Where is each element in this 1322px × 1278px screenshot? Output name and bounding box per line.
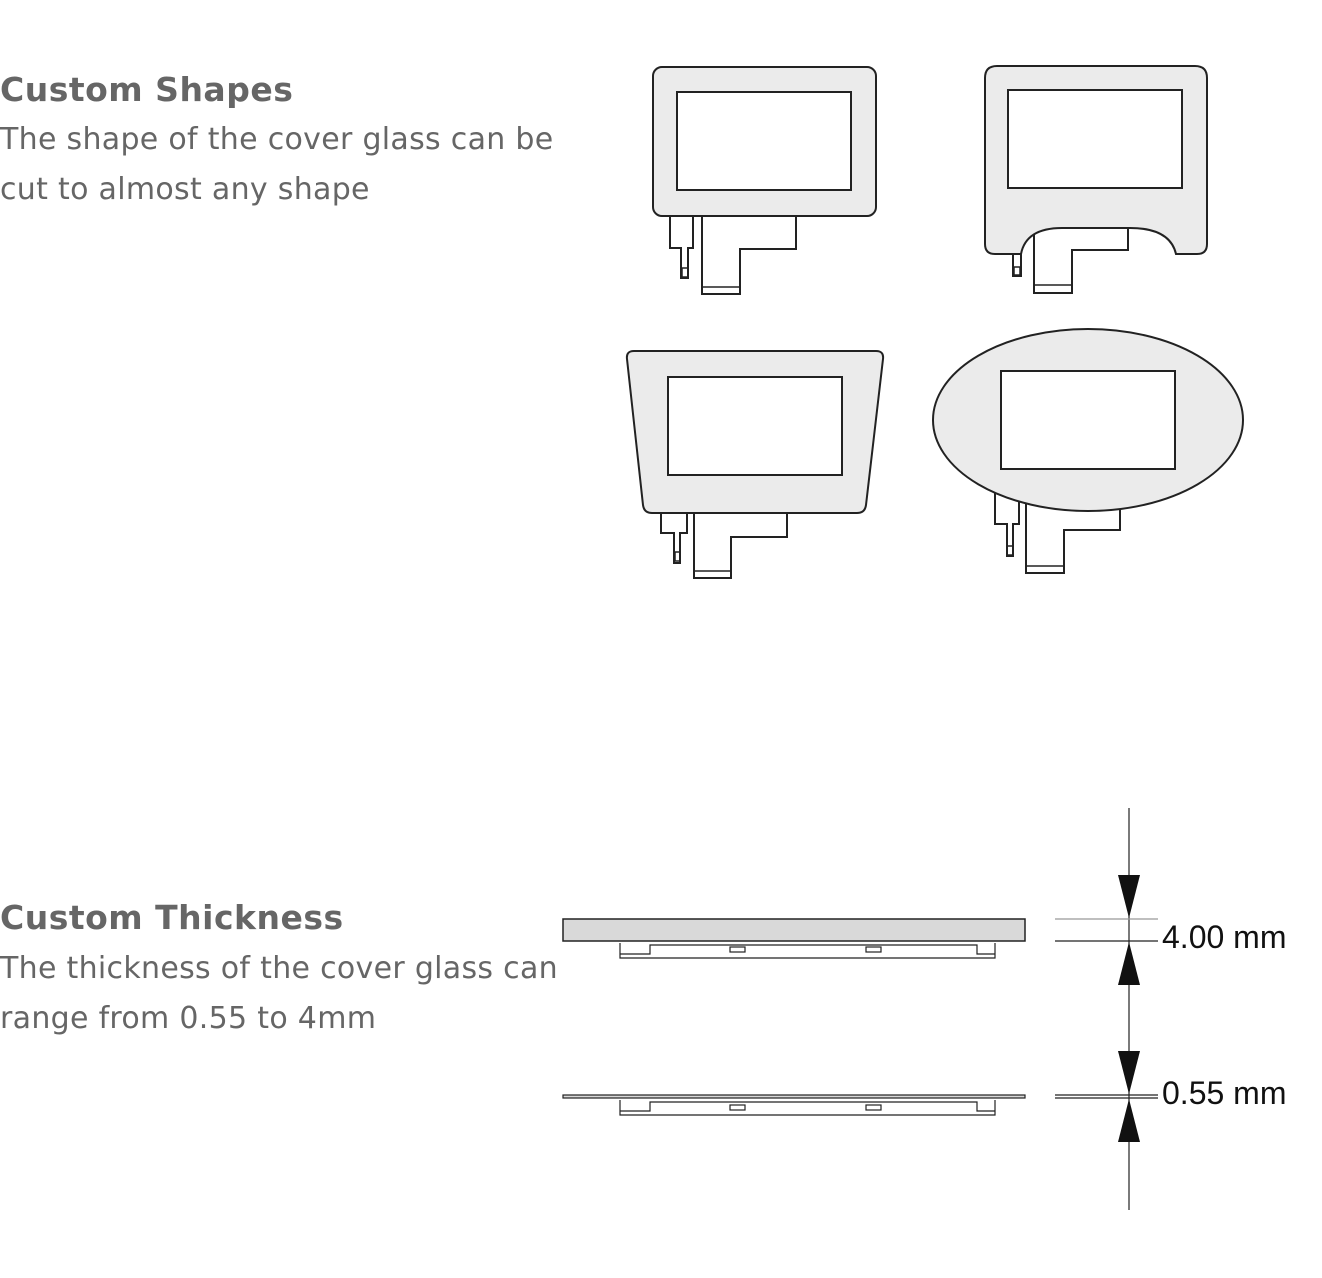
rectangle-cover-glass (652, 66, 877, 295)
arrow-up-icon (1118, 942, 1140, 985)
elliptical-cover-glass (932, 328, 1244, 574)
notched-cover-glass (984, 65, 1208, 294)
min-thickness-label: 0.55 mm (1162, 1075, 1286, 1111)
description-line: The thickness of the cover glass can (0, 951, 558, 986)
arrow-down-icon (1118, 1051, 1140, 1094)
dimension-arrows (1118, 875, 1140, 1142)
description-line: cut to almost any shape (0, 172, 370, 207)
description-line: The shape of the cover glass can be (0, 122, 554, 157)
arrow-down-icon (1118, 875, 1140, 918)
description-line: range from 0.55 to 4mm (0, 1001, 377, 1036)
arrow-up-icon (1118, 1099, 1140, 1142)
thin-glass-profile (562, 1094, 1026, 1116)
custom-shapes-description: The shape of the cover glass can be cut … (0, 115, 554, 215)
custom-thickness-heading: Custom Thickness (0, 898, 344, 937)
dimension-lines (1055, 808, 1158, 1210)
max-thickness-label: 4.00 mm (1162, 919, 1286, 955)
custom-thickness-description: The thickness of the cover glass can ran… (0, 944, 558, 1044)
custom-shapes-heading: Custom Shapes (0, 70, 294, 109)
trapezoid-cover-glass (625, 350, 885, 579)
thick-glass-profile (562, 918, 1026, 959)
